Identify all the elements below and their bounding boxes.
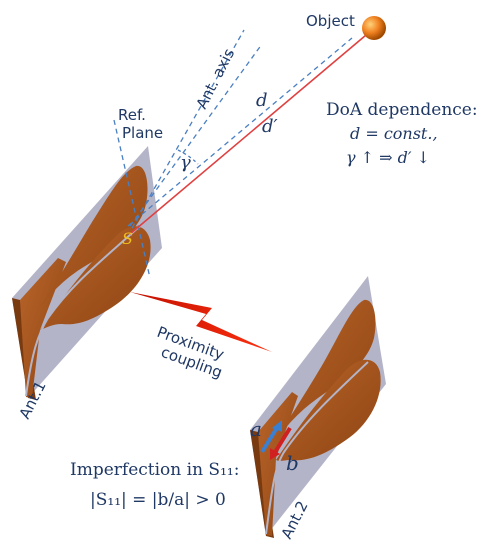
antenna-1-upper-flare	[30, 165, 148, 322]
ray-d-prime	[129, 29, 373, 235]
antenna-2-slot	[265, 361, 369, 535]
doa-line-1: d = const.,	[350, 124, 438, 143]
reference-plane-line	[113, 119, 151, 279]
ref-plane-label-line2: Plane	[122, 124, 163, 142]
label-S: S	[122, 229, 133, 248]
lightning-bolt-icon	[130, 292, 272, 352]
doa-title: DoA dependence:	[326, 100, 478, 120]
ref-plane-label-line1: Ref.	[118, 106, 146, 124]
antenna-axis-line-1	[131, 29, 245, 229]
antenna-1-lower-flare	[40, 226, 151, 330]
antenna-axis-label: Ant. axis	[193, 45, 239, 111]
antenna-2: a b	[250, 276, 386, 538]
imperfection-formula: |S₁₁| = |b/a| > 0	[90, 490, 226, 510]
antenna-1	[12, 146, 162, 400]
antenna-2-feed-strip	[258, 392, 298, 536]
label-b: b	[286, 451, 299, 475]
distance-d-line	[127, 37, 353, 227]
label-d-prime: d′	[262, 116, 278, 137]
antenna-axis-line-2	[129, 43, 263, 227]
ant1-label: Ant.1	[16, 378, 50, 422]
antenna-2-upper-flare	[268, 299, 376, 452]
reflected-wave-arrowhead	[270, 448, 280, 460]
reflected-wave-arrow	[272, 426, 292, 456]
label-d: d	[256, 90, 268, 111]
object-label: Object	[306, 12, 355, 30]
gamma-arc	[177, 149, 199, 165]
geometry-lines	[113, 29, 373, 279]
imperfection-title: Imperfection in S₁₁:	[70, 460, 240, 480]
doa-line-2: γ ↑ ⇒ d′ ↓	[346, 148, 430, 167]
incident-wave-arrowhead	[272, 420, 282, 432]
incident-wave-arrow	[260, 424, 280, 454]
antenna-1-slot	[25, 225, 141, 397]
label-gamma: γ	[180, 152, 191, 173]
label-a: a	[250, 417, 262, 441]
object-sphere-icon	[362, 16, 386, 40]
antenna-2-lower-flare	[276, 359, 381, 461]
